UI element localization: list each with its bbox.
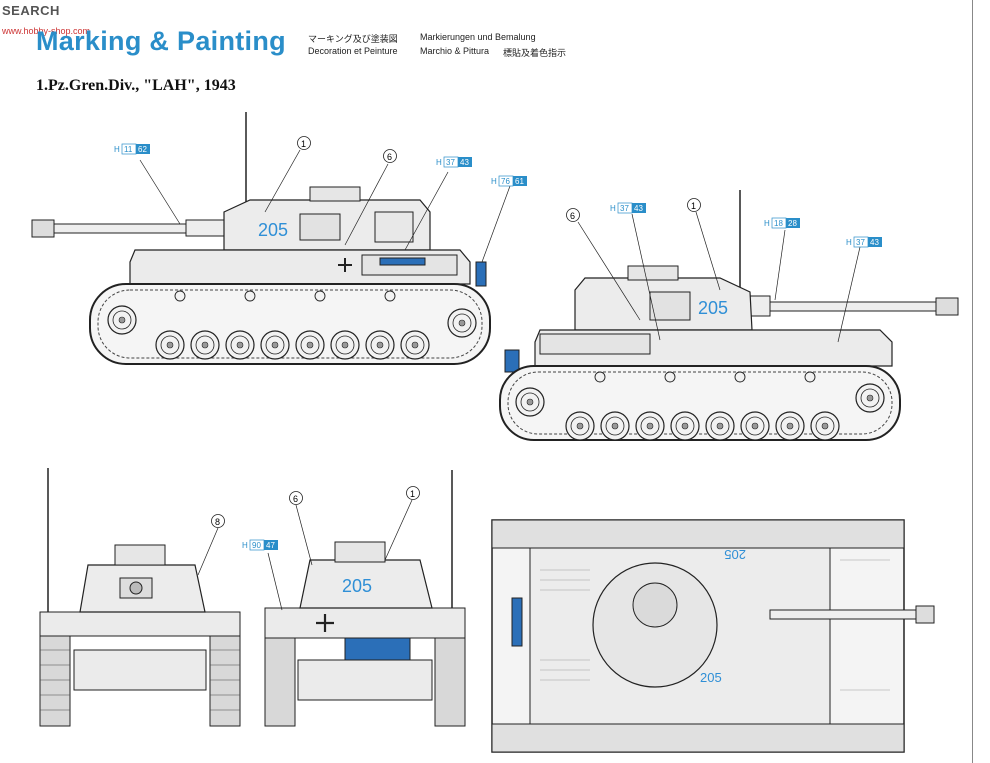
paint-reference-boxes: H 11 62 H 37 43 H 76 61 H bbox=[114, 143, 882, 551]
svg-text:H: H bbox=[436, 158, 442, 167]
label-chinese: 標貼及着色指示 bbox=[503, 48, 567, 58]
paint-ref-4: H 18 28 bbox=[764, 217, 800, 229]
svg-text:H: H bbox=[846, 238, 852, 247]
svg-text:43: 43 bbox=[634, 204, 643, 213]
paint-ref-3: H 37 43 bbox=[610, 202, 646, 214]
paint-ref-5: H 37 43 bbox=[846, 236, 882, 248]
watermark-url: www.hobby-shop.com bbox=[2, 26, 91, 36]
svg-text:H: H bbox=[610, 204, 616, 213]
page-border bbox=[972, 0, 973, 763]
rear-view: 205 6 1 bbox=[264, 470, 466, 727]
callout-8: 8 bbox=[215, 517, 220, 527]
callout-6-left: 6 bbox=[387, 152, 392, 162]
top-view: 205 205 bbox=[491, 519, 935, 753]
label-german: Markierungen und Bemalung bbox=[420, 32, 536, 42]
svg-text:61: 61 bbox=[515, 177, 524, 186]
top-number-mirror: 205 bbox=[724, 547, 746, 562]
unit-subtitle: 1.Pz.Gren.Div., "LAH", 1943 bbox=[36, 77, 236, 94]
left-side-view: 205 bbox=[31, 112, 511, 365]
svg-text:62: 62 bbox=[138, 145, 147, 154]
svg-text:18: 18 bbox=[774, 219, 783, 228]
label-italian: Marchio & Pittura bbox=[420, 46, 490, 56]
svg-text:28: 28 bbox=[788, 219, 797, 228]
svg-text:47: 47 bbox=[266, 541, 275, 550]
svg-text:11: 11 bbox=[124, 145, 133, 154]
svg-text:43: 43 bbox=[460, 158, 469, 167]
svg-text:37: 37 bbox=[446, 158, 455, 167]
svg-text:90: 90 bbox=[252, 541, 261, 550]
callout-1-rear: 1 bbox=[410, 489, 415, 499]
turret-number-left: 205 bbox=[258, 220, 288, 240]
callout-1-right: 1 bbox=[691, 201, 696, 211]
label-french: Decoration et Peinture bbox=[308, 46, 398, 56]
paint-ref-0: H 11 62 bbox=[114, 143, 150, 155]
svg-text:43: 43 bbox=[870, 238, 879, 247]
watermark: SEARCH bbox=[2, 3, 60, 18]
svg-text:H: H bbox=[242, 541, 248, 550]
callout-6-right: 6 bbox=[570, 211, 575, 221]
right-side-view: 205 bbox=[499, 190, 959, 441]
front-view: 8 bbox=[39, 468, 241, 727]
svg-text:37: 37 bbox=[620, 204, 629, 213]
svg-text:37: 37 bbox=[856, 238, 865, 247]
svg-text:H: H bbox=[764, 219, 770, 228]
paint-ref-1: H 37 43 bbox=[436, 156, 472, 168]
svg-text:76: 76 bbox=[501, 177, 510, 186]
paint-ref-2: H 76 61 bbox=[491, 175, 527, 187]
top-number: 205 bbox=[700, 670, 722, 685]
turret-number-right: 205 bbox=[698, 298, 728, 318]
svg-text:H: H bbox=[491, 177, 497, 186]
callout-1-left: 1 bbox=[301, 139, 306, 149]
turret-number-rear: 205 bbox=[342, 576, 372, 596]
callout-6-rear: 6 bbox=[293, 494, 298, 504]
page-title: Marking & Painting bbox=[36, 26, 286, 56]
label-japanese: マーキング及び塗装図 bbox=[308, 34, 398, 44]
paint-ref-6: H 90 47 bbox=[242, 539, 278, 551]
svg-text:H: H bbox=[114, 145, 120, 154]
